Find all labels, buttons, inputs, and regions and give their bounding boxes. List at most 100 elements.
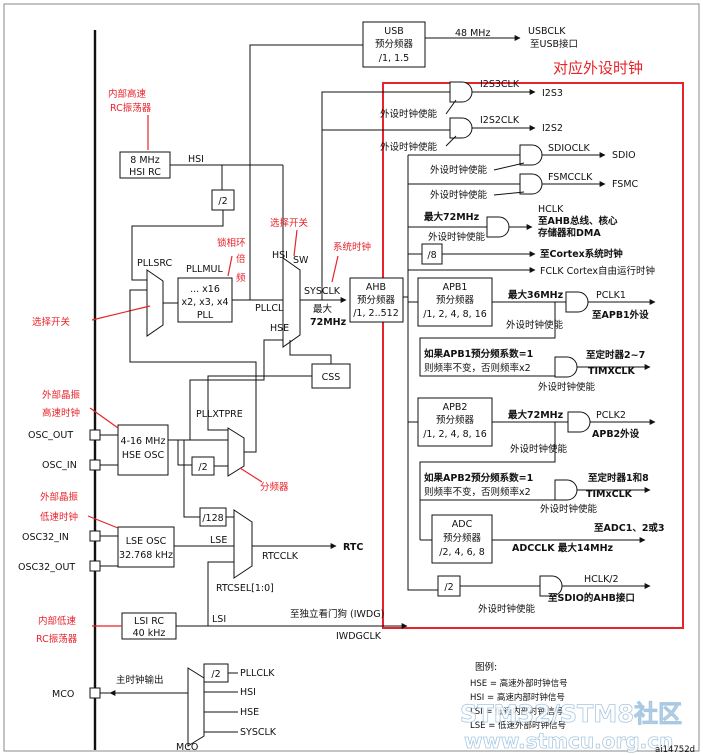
hclk-dest-line2: 存储器和DMA [537, 227, 601, 239]
i2s2-label: I2S2 [542, 123, 563, 134]
sysclk-note: 系统时钟 [333, 241, 371, 253]
apb2-label: APB2 [443, 402, 468, 413]
adcclk-label: ADCCLK 最大14MHz [512, 542, 614, 554]
sw-mux [282, 257, 301, 348]
lsi-rc-freq: 40 kHz [133, 628, 166, 639]
pll-mul-range: ... x16 [190, 284, 220, 295]
lsi-rc-box [121, 612, 177, 640]
fsmc-label: FSMC [612, 179, 639, 190]
osc32-in-label: OSC32_IN [22, 532, 69, 543]
ahb-prescaler-box [349, 277, 404, 323]
timx2-enable-label: 外设时钟使能 [540, 503, 598, 515]
watermark-line2: www.stmcu.org.cn [464, 729, 673, 753]
apb2-ratios: /1, 2, 4, 8, 16 [423, 429, 487, 440]
hse-osc-box [117, 424, 169, 476]
pllxtpre-label: PLLXTPRE [196, 409, 243, 420]
lse-note-2: 低速时钟 [40, 511, 78, 523]
pclk1-label: PCLK1 [596, 290, 626, 301]
mco-mux [187, 667, 205, 747]
hsi-rc-freq: 8 MHz [130, 155, 159, 166]
hsi-rc-box [119, 151, 171, 179]
legend-item-lsi: LSI = 低速内部时钟信号 [470, 706, 563, 717]
hse-note-2: 高速时钟 [42, 407, 80, 419]
apb1-box [417, 277, 493, 327]
iwdgclk-label: IWDGCLK [336, 631, 382, 642]
iwdg-dest-label: 至独立看门狗 (IWDG) [290, 608, 384, 620]
adc-box [431, 514, 493, 564]
pllmul-note-3: 频 [236, 272, 246, 284]
sw-hsi-label: HSI [272, 250, 288, 261]
fsmc-enable-label: 外设时钟使能 [430, 189, 488, 201]
pll-label: PLL [197, 310, 214, 321]
lse-osc-label: LSE OSC [126, 536, 167, 547]
i2s3-label: I2S3 [542, 88, 563, 99]
usb-prescaler-label: 预分频器 [375, 38, 414, 50]
pllmul-note-2: 倍 [236, 253, 246, 265]
rtc-label: RTC [343, 542, 363, 553]
usb-freq-label: 48 MHz [455, 28, 490, 39]
css-to-sw [289, 340, 332, 364]
hse-to-div128 [183, 440, 200, 518]
rtcsel-label: RTCSEL[1:0] [216, 583, 274, 594]
timx1-enable-label: 外设时钟使能 [538, 381, 596, 393]
mco-hse-label: HSE [240, 707, 259, 718]
peripheral-clocks-frame [382, 82, 684, 629]
i2s2-enable-line [445, 135, 457, 147]
legend-item-hsi: HSI = 高速内部时钟信号 [470, 692, 565, 703]
apb1-ratios: /1, 2, 4, 8, 16 [423, 309, 487, 320]
hclk2-label: HCLK/2 [584, 574, 619, 585]
osc32-in-pin [89, 530, 101, 542]
hsi-signal-label: HSI [188, 154, 204, 165]
ahb-ratio-label: /1, 2..512 [353, 308, 399, 319]
lsi-note-1: 内部低速 [38, 615, 77, 627]
watermark-line1: STM32/STM8社区 [460, 700, 682, 728]
pllxtpre-note: 分频器 [260, 481, 289, 493]
hclk-enable-label: 外设时钟使能 [428, 231, 486, 243]
div2-hsi-label: /2 [218, 196, 227, 207]
doc-id: ai14752d [655, 745, 695, 755]
sysclk-to-i2s-bus [321, 91, 450, 300]
mco-pin [89, 687, 101, 699]
lse-signal-label: LSE [210, 535, 227, 546]
div128-label: /128 [202, 513, 223, 524]
mco-sysclk-label: SYSCLK [240, 727, 277, 738]
osc32-out-pin [89, 560, 101, 572]
cortex-sys-label: 至Cortex系统时钟 [540, 248, 623, 260]
pllsrc-mux [146, 269, 164, 337]
pllsrc-note-pointer [91, 305, 151, 321]
osc-in-label: OSC_IN [42, 460, 77, 471]
i2s3-enable-label: 外设时钟使能 [380, 108, 438, 120]
pllmul-note-pointer [227, 255, 233, 277]
hse-osc-freq: 4-16 MHz [121, 436, 166, 447]
pllsrc-note: 选择开关 [32, 316, 71, 328]
apb1-label: APB1 [443, 282, 468, 293]
hclk2-dest-label: 至SDIO的AHB接口 [548, 592, 635, 604]
usb-ratio-label: /1, 1.5 [379, 53, 409, 64]
tim2-dest-label: 至定时器1和8 [588, 472, 649, 484]
mco-output-label: 主时钟输出 [116, 674, 164, 686]
hsi-rc-label: HSI RC [129, 167, 161, 178]
legend-title: 图例: [475, 661, 497, 673]
outer-frame [3, 3, 700, 752]
sw-hse-label: HSE [270, 323, 289, 334]
sw-note: 选择开关 [270, 217, 309, 229]
css-label: CSS [322, 372, 341, 383]
sdio-enable-label: 外设时钟使能 [430, 164, 488, 176]
sdioclk-label: SDIOCLK [548, 143, 591, 154]
mco-pin-label: MCO [52, 689, 74, 700]
pclk2-enable-label: 外设时钟使能 [510, 443, 568, 455]
fsmc-enable-line [493, 191, 525, 196]
lse-osc-box [117, 526, 175, 568]
pllmul-label: PLLMUL [186, 264, 223, 275]
osc-in-pin [89, 459, 101, 471]
right-title: 对应外设时钟 [553, 59, 643, 77]
pllxtpre-mux [227, 427, 245, 477]
sdio-label: SDIO [612, 150, 636, 161]
legend-item-lse: LSE = 低速外部时钟信号 [470, 720, 566, 731]
pclk1-enable-label: 外设时钟使能 [506, 319, 564, 331]
div8-label: /8 [427, 250, 436, 261]
hse-note-pointer [89, 407, 119, 429]
hclk2-gate [539, 575, 563, 597]
i2s2-gate [449, 117, 473, 139]
pll-mul-values: x2, x3, x4 [181, 297, 228, 308]
